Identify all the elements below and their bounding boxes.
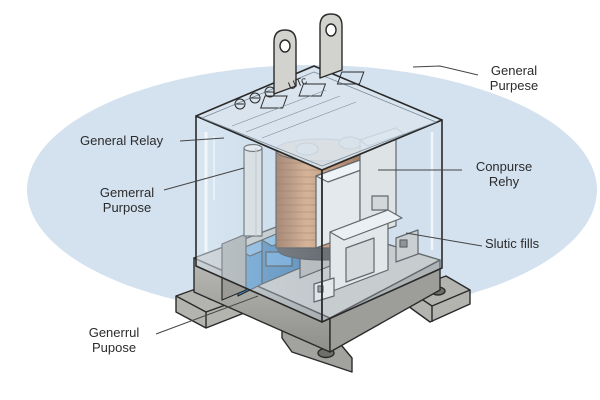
callout-left-middle: Gemerral Purpose bbox=[86, 185, 168, 215]
marking-rect-3 bbox=[336, 71, 365, 85]
callout-right-middle-line1: Conpurse bbox=[475, 159, 533, 174]
callout-right-lower: Slutic fills bbox=[485, 236, 539, 251]
marking-circle-2 bbox=[249, 92, 261, 104]
leader-bottom-left bbox=[155, 295, 259, 335]
callout-right-lower-line1: Slutic fills bbox=[485, 236, 540, 251]
callout-right-middle-line2: Rehy bbox=[488, 174, 520, 189]
callout-left-middle-line2: Purpose bbox=[102, 200, 152, 215]
callout-top-right-line1: General bbox=[490, 63, 538, 78]
leader-left-middle bbox=[163, 167, 245, 191]
callout-top-right: General Purpese bbox=[476, 63, 552, 93]
leader-lines bbox=[155, 65, 483, 335]
marking-rect-1 bbox=[260, 95, 288, 109]
callout-left-middle-line1: Gemerral bbox=[99, 185, 155, 200]
glass-cover bbox=[195, 65, 443, 323]
callout-bottom-left-line2: Pupose bbox=[91, 340, 137, 355]
leader-left-upper bbox=[179, 137, 225, 142]
callout-bottom-left-line1: Generrul bbox=[88, 325, 140, 340]
marking-circle-1 bbox=[234, 98, 246, 110]
callout-top-right-line2: Purpese bbox=[489, 78, 539, 93]
leader-top-right bbox=[412, 65, 479, 76]
callout-left-upper: General Relay bbox=[80, 133, 163, 148]
leader-right-lower bbox=[405, 232, 483, 247]
callout-left-upper-line1: General Relay bbox=[80, 133, 164, 148]
callout-bottom-left: Generrul Pupose bbox=[70, 325, 158, 355]
top-tab-terminals bbox=[273, 13, 343, 95]
callout-right-middle: Conpurse Rehy bbox=[462, 159, 546, 189]
